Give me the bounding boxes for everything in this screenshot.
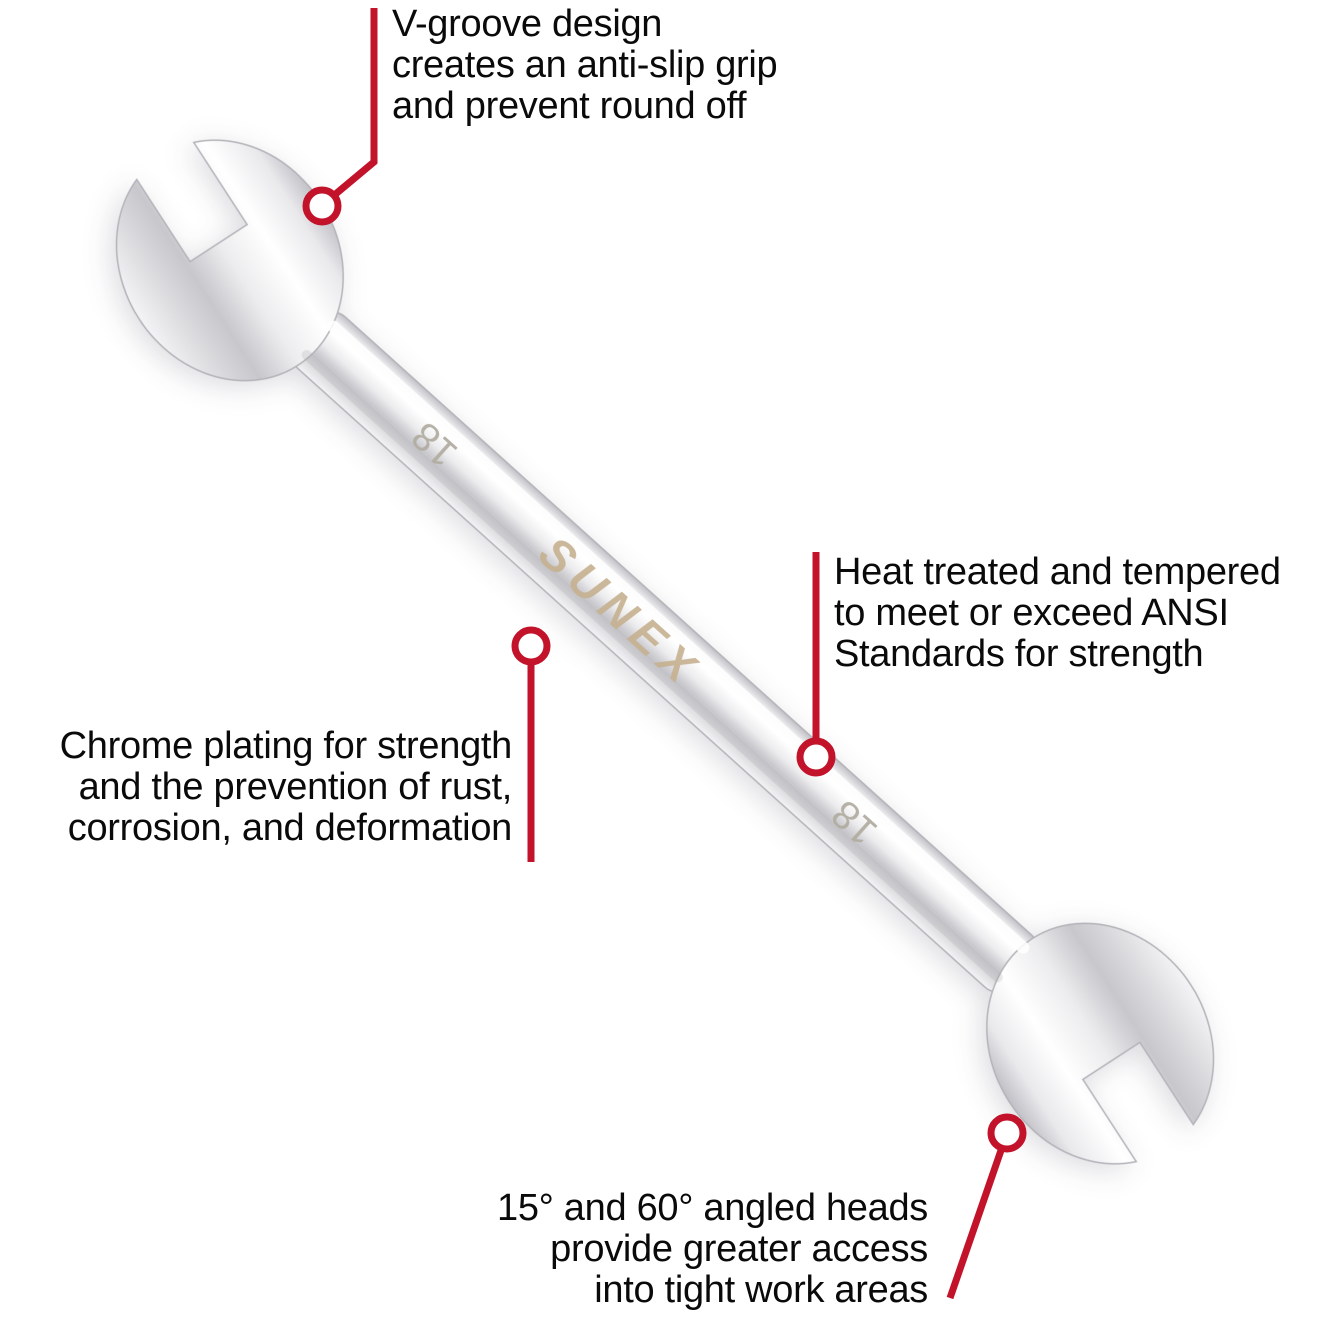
callout-marker-chrome-plating — [511, 626, 551, 666]
callout-line: and the prevention of rust, — [78, 766, 513, 808]
callout-v-groove: V-groove design creates an anti-slip gri… — [392, 4, 932, 127]
shaft-highlight — [327, 320, 1030, 954]
callout-marker-v-groove — [302, 186, 342, 226]
callout-line: Chrome plating for strength — [59, 725, 513, 767]
callout-line: to meet or exceed ANSI — [834, 592, 1229, 634]
callout-angled-heads: 15° and 60° angled heads provide greater… — [408, 1188, 928, 1311]
wrench-head-bottom — [986, 922, 1215, 1165]
callout-chrome-plating: Chrome plating for strength and the prev… — [0, 725, 513, 849]
wrench-head-top — [115, 139, 344, 382]
leader-line-angled-heads — [946, 1131, 1011, 1300]
callout-line: creates an anti-slip grip — [392, 44, 778, 86]
callout-line: provide greater access — [550, 1228, 928, 1270]
brand-logo: SUNEX — [529, 526, 711, 697]
callout-line: Heat treated and tempered — [834, 551, 1281, 593]
callout-heat-treated: Heat treated and tempered to meet or exc… — [834, 552, 1327, 675]
leader-line-v-groove — [323, 8, 378, 205]
callout-line: into tight work areas — [594, 1269, 928, 1311]
callout-line: corrosion, and deformation — [67, 807, 513, 849]
callout-marker-angled-heads — [987, 1113, 1027, 1153]
shaft-shade — [301, 349, 1003, 983]
callout-line: V-groove design — [392, 3, 663, 45]
callout-line: and prevent round off — [392, 85, 747, 127]
callout-line: Standards for strength — [834, 633, 1204, 675]
callout-marker-heat-treated — [796, 737, 836, 777]
callout-line: 15° and 60° angled heads — [496, 1187, 928, 1229]
